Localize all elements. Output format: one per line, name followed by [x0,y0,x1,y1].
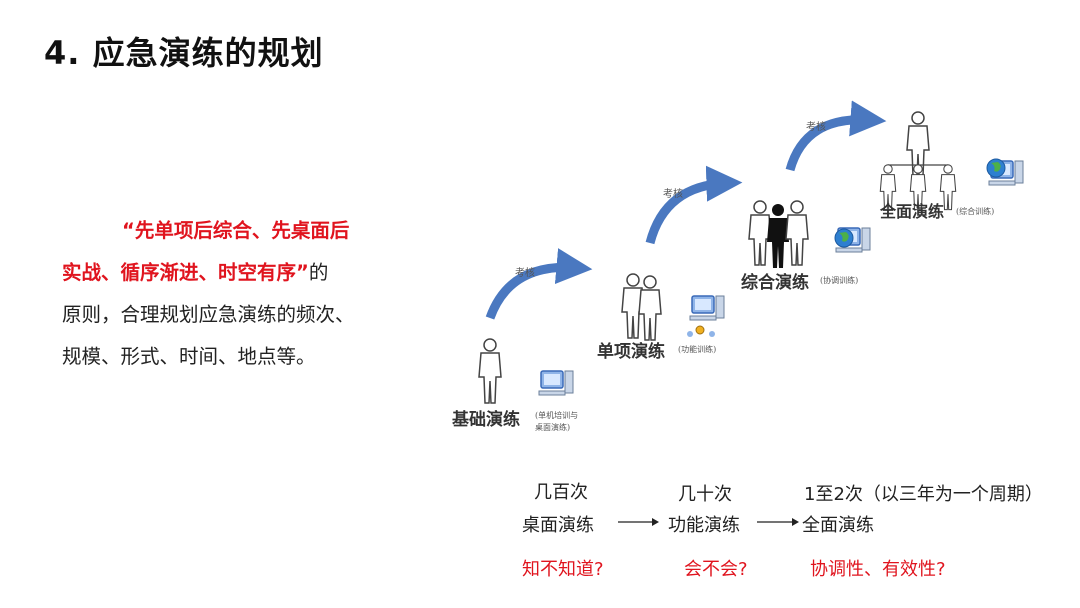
stage-combined-note: (协调训练) [820,275,858,285]
question-can: 会不会? [684,559,748,580]
stage-single: 单项演练 (功能训练) [597,273,725,362]
stage-single-note: (功能训练) [678,344,716,354]
person-icon [748,200,772,266]
principle-quote-1: “先单项后综合、先桌面后 [122,219,350,242]
network-icon [687,295,725,337]
freq-basic: 几百次 [534,482,588,503]
stage-single-label: 单项演练 [597,341,665,362]
freq-full: 1至2次（以三年为一个周期） [804,484,1043,505]
principle-line-1: “先单项后综合、先桌面后 [62,210,402,252]
question-know: 知不知道? [522,559,604,580]
assessment-arrow-1 [485,248,593,320]
page-title: 4. 应急演练的规划 [44,34,324,72]
person-icon [785,200,809,266]
person-icon [478,338,502,404]
stage-basic-label: 基础演练 [451,409,520,430]
freq-functional: 几十次 [678,484,732,505]
question-coordination: 协调性、有效性? [810,559,946,580]
principle-line-3: 原则，合理规划应急演练的频次、 [62,303,355,326]
type-full: 全面演练 [802,515,874,536]
principle-quote-2: 实战、循序渐进、时空有序” [62,261,309,284]
type-tabletop: 桌面演练 [522,515,594,536]
person-icon [638,275,662,341]
stage-basic: 基础演练 (单机培训与 桌面演练) [451,338,578,432]
principle-line-2: 实战、循序渐进、时空有序”的 [62,252,402,294]
stage-combined-label: 综合演练 [741,272,809,293]
computer-globe-icon [986,158,1024,186]
computer-globe-icon [834,227,871,253]
assessment-arrow-3 [785,100,887,172]
computer-icon [538,370,574,396]
stage-full-label: 全面演练 [879,202,944,221]
arrow-label-1: 考核 [515,266,535,279]
assessment-arrow-2 [645,165,743,245]
arrow-label-3: 考核 [806,120,826,133]
stage-full-note: (综合训练) [956,206,994,216]
stage-basic-note-1: (单机培训与 [535,410,578,420]
stage-full: 全面演练 (综合训练) [879,111,1024,221]
arrow-label-2: 考核 [663,187,683,200]
principle-line-4: 规模、形式、时间、地点等。 [62,345,316,368]
principle-paragraph: “先单项后综合、先桌面后 实战、循序渐进、时空有序”的 原则，合理规划应急演练的… [62,210,402,378]
stage-combined: 综合演练 (协调训练) [741,200,871,293]
type-functional: 功能演练 [668,515,740,536]
stage-basic-note-2: 桌面演练) [535,422,570,432]
principle-after-quote: 的 [308,261,329,284]
